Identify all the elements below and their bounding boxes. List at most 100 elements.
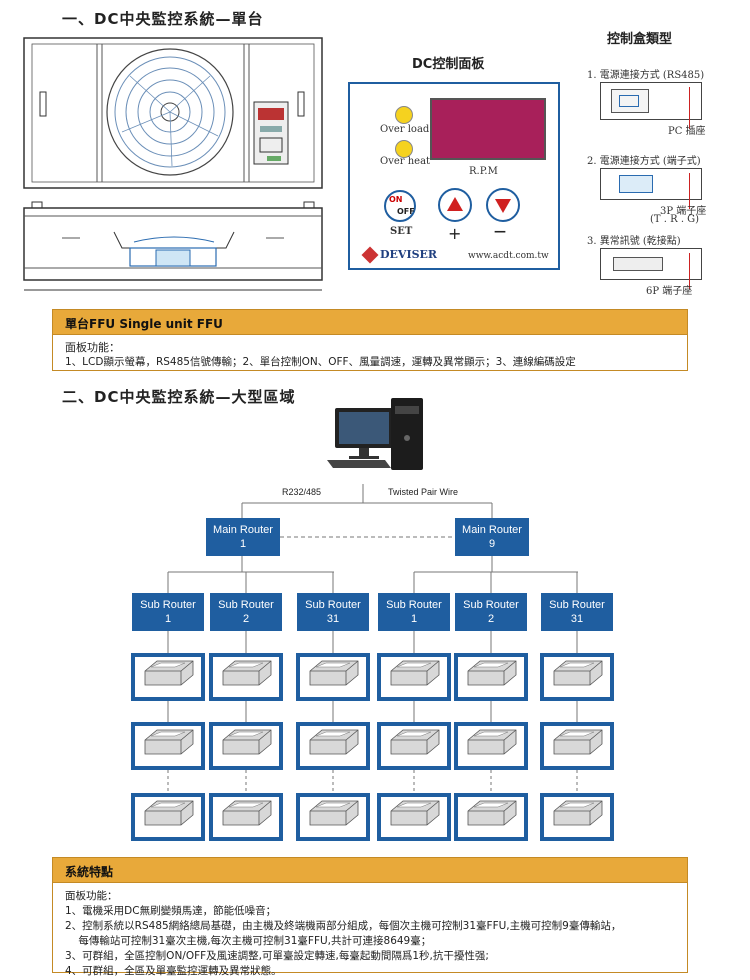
- ffu-unit-icon: [458, 726, 524, 766]
- computer-icon: [327, 398, 423, 470]
- ffu-unit: FFU 31: [296, 793, 370, 841]
- sub-router-name: Sub Router: [305, 599, 361, 611]
- single-unit-notes: 面板功能： 1、LCD顯示螢幕，RS485信號傳輸；2、單台控制ON、OFF、風…: [52, 335, 688, 371]
- ffu-unit-icon: [381, 657, 447, 697]
- plus-label: +: [448, 224, 462, 243]
- ffu-label: FFU 31: [561, 829, 592, 839]
- ffu-unit: FFU 02: [131, 722, 205, 770]
- ffu-unit: FFU 02: [296, 722, 370, 770]
- ffu-unit-icon: [300, 726, 366, 766]
- ffu-unit-icon: [135, 726, 201, 766]
- sub-router: Sub Router 1: [132, 593, 204, 631]
- ffu-unit-icon: [381, 797, 447, 837]
- section1-title: 一、DC中央監控系統—單台: [62, 10, 264, 28]
- ffu-unit: FFU 02: [377, 722, 451, 770]
- on-off-button[interactable]: ON OFF: [384, 190, 416, 222]
- main-router-9-number: 9: [488, 538, 496, 550]
- rpm-label: R.P.M: [469, 166, 498, 177]
- sub-router: Sub Router 2: [210, 593, 282, 631]
- ffu-unit-icon: [544, 657, 610, 697]
- ffu-label: FFU 02: [475, 758, 506, 768]
- down-arrow-icon: [495, 199, 511, 213]
- ffu-label: FFU 01: [398, 689, 429, 699]
- ffu-label: FFU 31: [317, 829, 348, 839]
- ffu-label: FFU 02: [561, 758, 592, 768]
- right-link-label: Twisted Pair Wire: [388, 487, 459, 497]
- ffu-label: FFU 02: [152, 758, 183, 768]
- type-2-caption: 3P 端子座: [660, 206, 707, 217]
- ffu-unit: FFU 31: [209, 793, 283, 841]
- sub-router-name: Sub Router: [218, 599, 274, 611]
- ffu-unit: FFU 02: [454, 722, 528, 770]
- ffu-unit: FFU 01: [377, 653, 451, 701]
- minus-label: —: [494, 224, 506, 238]
- main-router-1-number: 1: [239, 538, 247, 550]
- ffu-unit: FFU 31: [540, 793, 614, 841]
- ffu-unit-icon: [135, 797, 201, 837]
- main-router-9: Main Router 9: [455, 518, 529, 556]
- ffu-label: FFU 02: [230, 758, 261, 768]
- feature-line-2: 2、控制系統以RS485網絡總局基礎，由主機及終端機兩部分組成，每個次主機可控制…: [65, 920, 622, 932]
- speed-up-button[interactable]: [438, 188, 472, 222]
- set-label: SET: [390, 226, 413, 237]
- ffu-unit-icon: [213, 726, 279, 766]
- main-router-1-name: Main Router: [213, 524, 273, 536]
- sub-router-name: Sub Router: [386, 599, 442, 611]
- type-1-label: 1. 電源連接方式 (RS485): [587, 70, 705, 81]
- sub-router-number: 1: [164, 613, 172, 625]
- features-bar: 系統特點: [52, 857, 688, 883]
- ffu-label: FFU 31: [152, 829, 183, 839]
- sub-router-number: 1: [410, 613, 418, 625]
- ffu-unit: FFU 01: [209, 653, 283, 701]
- type-3-box: [600, 248, 702, 289]
- ffu-unit: FFU 31: [131, 793, 205, 841]
- ffu-label: FFU 31: [475, 829, 506, 839]
- sub-router-number: 31: [326, 613, 340, 625]
- ffu-unit: FFU 02: [540, 722, 614, 770]
- ffu-label: FFU 01: [561, 689, 592, 699]
- ffu-label: FFU 01: [230, 689, 261, 699]
- on-label: ON: [389, 195, 403, 204]
- sub-router-number: 2: [487, 613, 495, 625]
- feature-line-5: 4、可群組，全區及單臺監控運轉及異常狀態。: [65, 965, 282, 977]
- ffu-label: FFU 31: [230, 829, 261, 839]
- section2-title: 二、DC中央監控系統—大型區域: [62, 388, 296, 406]
- type-3-label: 3. 異常訊號 (乾接點): [587, 236, 681, 247]
- ffu-unit-drawing: [23, 37, 323, 291]
- sub-router-name: Sub Router: [549, 599, 605, 611]
- speed-down-button[interactable]: [486, 188, 520, 222]
- ffu-label: FFU 01: [475, 689, 506, 699]
- sub-router-number: 2: [242, 613, 250, 625]
- ffu-unit-icon: [300, 797, 366, 837]
- ffu-label: FFU 01: [317, 689, 348, 699]
- ffu-unit-icon: [544, 726, 610, 766]
- types-title: 控制盒類型: [607, 32, 673, 47]
- off-label: OFF: [397, 207, 415, 216]
- overload-led-icon: [395, 106, 413, 124]
- sub-router: Sub Router 31: [297, 593, 369, 631]
- ffu-unit-icon: [135, 657, 201, 697]
- website-label: www.acdt.com.tw: [468, 251, 549, 261]
- ffu-unit: FFU 01: [131, 653, 205, 701]
- ffu-label: FFU 31: [398, 829, 429, 839]
- panel-title: DC控制面板: [412, 57, 485, 72]
- sub-router-name: Sub Router: [140, 599, 196, 611]
- ffu-unit-icon: [458, 797, 524, 837]
- rpm-display: [430, 98, 546, 160]
- overload-label: Over load: [380, 124, 430, 135]
- sub-router: Sub Router 1: [378, 593, 450, 631]
- ffu-unit-icon: [458, 657, 524, 697]
- main-router-9-name: Main Router: [462, 524, 522, 536]
- overheat-led-icon: [395, 140, 413, 158]
- type-2-box: [600, 168, 702, 209]
- ffu-unit-icon: [213, 797, 279, 837]
- type-3-caption: 6P 端子座: [646, 286, 693, 297]
- type-2-label: 2. 電源連接方式 (端子式): [587, 156, 701, 167]
- ffu-unit-icon: [300, 657, 366, 697]
- single-unit-bar: 單台FFU Single unit FFU: [52, 309, 688, 335]
- ffu-unit-icon: [544, 797, 610, 837]
